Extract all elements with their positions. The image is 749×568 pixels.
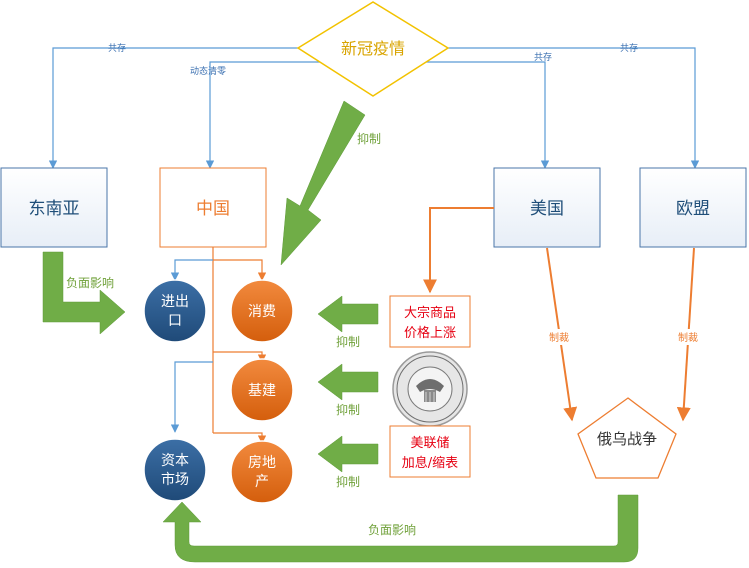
fed-line1: 美联储	[410, 436, 449, 451]
arrow-asean-negative	[42, 251, 126, 335]
china-label: 中国	[196, 199, 230, 219]
label-suppress-top: 抑制	[357, 131, 381, 146]
edge-china-consumption	[213, 259, 267, 281]
edge-covid-eu	[448, 47, 700, 169]
box-usa: 美国	[493, 167, 601, 248]
label-coexist-mid: 共存	[534, 51, 552, 63]
label-coexist-left: 共存	[108, 42, 126, 54]
war-pentagon: 俄乌战争	[577, 397, 677, 479]
label-suppress-1: 抑制	[336, 334, 360, 349]
circle-capital-market: 资本 市场	[143, 438, 207, 502]
label-coexist-right: 共存	[620, 42, 638, 54]
usa-label: 美国	[530, 199, 564, 219]
federal-reserve-seal-icon	[392, 351, 468, 427]
arrow-war-negative	[162, 494, 639, 563]
eu-label: 欧盟	[676, 199, 710, 219]
edge-china-importexport	[170, 259, 213, 281]
edge-china-capital	[170, 361, 213, 433]
circle-import-export: 进出 口	[143, 279, 207, 343]
edge-covid-china	[205, 61, 330, 169]
circle-real-estate: 房地 产	[230, 440, 294, 504]
consumption-label: 消费	[248, 304, 276, 320]
covid-diamond: 新冠疫情	[296, 1, 450, 97]
label-sanction-left: 制裁	[549, 331, 569, 344]
capital-market-line2: 市场	[161, 471, 189, 488]
arrow-suppress-1	[317, 295, 379, 333]
arrow-covid-suppress	[280, 100, 366, 266]
arrow-suppress-2	[317, 363, 379, 401]
capital-market-line1: 资本	[161, 453, 189, 469]
box-commodity: 大宗商品 价格上涨	[389, 295, 471, 348]
label-dynamic-zero: 动态清零	[190, 65, 226, 77]
circle-consumption: 消费	[230, 279, 294, 343]
fed-line2: 加息/缩表	[402, 455, 458, 471]
covid-label: 新冠疫情	[341, 39, 405, 58]
commodity-line2: 价格上涨	[404, 325, 456, 341]
circle-infrastructure: 基建	[230, 358, 294, 422]
box-eu: 欧盟	[639, 167, 747, 248]
label-suppress-3: 抑制	[336, 474, 360, 489]
real-estate-line1: 房地	[248, 455, 276, 471]
label-negative-left: 负面影响	[66, 275, 114, 290]
edge-covid-usa	[410, 61, 550, 169]
asean-label: 东南亚	[29, 199, 80, 219]
label-negative-bottom: 负面影响	[368, 522, 416, 537]
label-sanction-right: 制裁	[678, 331, 698, 344]
commodity-line1: 大宗商品	[404, 305, 456, 321]
box-fed: 美联储 加息/缩表	[389, 425, 471, 478]
war-label: 俄乌战争	[597, 430, 657, 448]
import-export-line1: 进出	[161, 294, 189, 310]
infrastructure-label: 基建	[248, 382, 276, 399]
label-suppress-2: 抑制	[336, 402, 360, 417]
box-china: 中国	[159, 167, 267, 248]
real-estate-line2: 产	[255, 474, 269, 490]
import-export-line2: 口	[168, 313, 182, 329]
china-edges	[170, 247, 267, 444]
edge-usa-commodity	[423, 207, 494, 294]
box-asean: 东南亚	[0, 167, 108, 248]
green-arrows	[42, 100, 639, 563]
arrow-suppress-3	[317, 435, 379, 473]
covid-edges	[48, 47, 700, 169]
edge-china-realestate	[213, 432, 267, 444]
edge-covid-asean	[48, 47, 298, 169]
